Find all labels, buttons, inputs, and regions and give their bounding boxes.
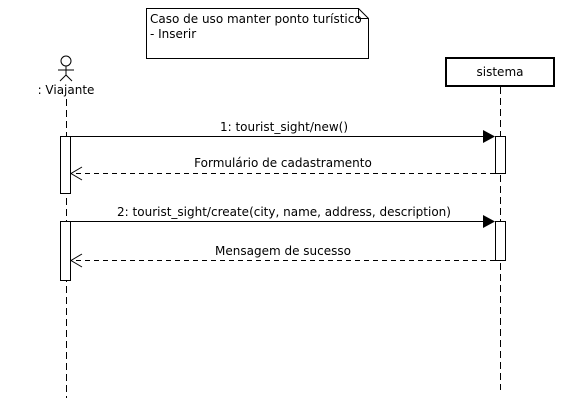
system-box — [445, 57, 555, 87]
use-case-note: Caso de uso manter ponto turístico - Ins… — [146, 8, 369, 59]
actor-label: : Viajante — [38, 83, 95, 97]
filled-arrowhead-icon — [483, 130, 495, 143]
actor-activation-2 — [60, 221, 71, 281]
message-3-label: 2: tourist_sight/create(city, name, addr… — [117, 205, 451, 219]
message-4-label: Mensagem de sucesso — [215, 244, 351, 258]
message-3: 2: tourist_sight/create(city, name, addr… — [70, 205, 495, 228]
message-1-label: 1: tourist_sight/new() — [220, 120, 348, 134]
message-2-label: Formulário de cadastramento — [194, 156, 372, 170]
system-activation-2 — [495, 221, 506, 261]
open-arrowhead-icon — [70, 253, 83, 268]
message-1: 1: tourist_sight/new() — [70, 120, 495, 143]
note-line-2: - Inserir — [150, 27, 196, 41]
system-activation-1 — [495, 136, 506, 174]
filled-arrowhead-icon — [483, 215, 495, 228]
system-label: sistema — [477, 65, 524, 79]
note-box — [146, 8, 369, 59]
message-4: Mensagem de sucesso — [70, 244, 495, 268]
open-arrowhead-icon — [70, 166, 83, 181]
actor-activation-1 — [60, 136, 71, 194]
stick-figure-actor-icon — [58, 55, 74, 82]
note-line-1: Caso de uso manter ponto turístico — [150, 12, 362, 26]
message-2: Formulário de cadastramento — [70, 156, 495, 181]
note-fold-corner — [358, 8, 369, 19]
